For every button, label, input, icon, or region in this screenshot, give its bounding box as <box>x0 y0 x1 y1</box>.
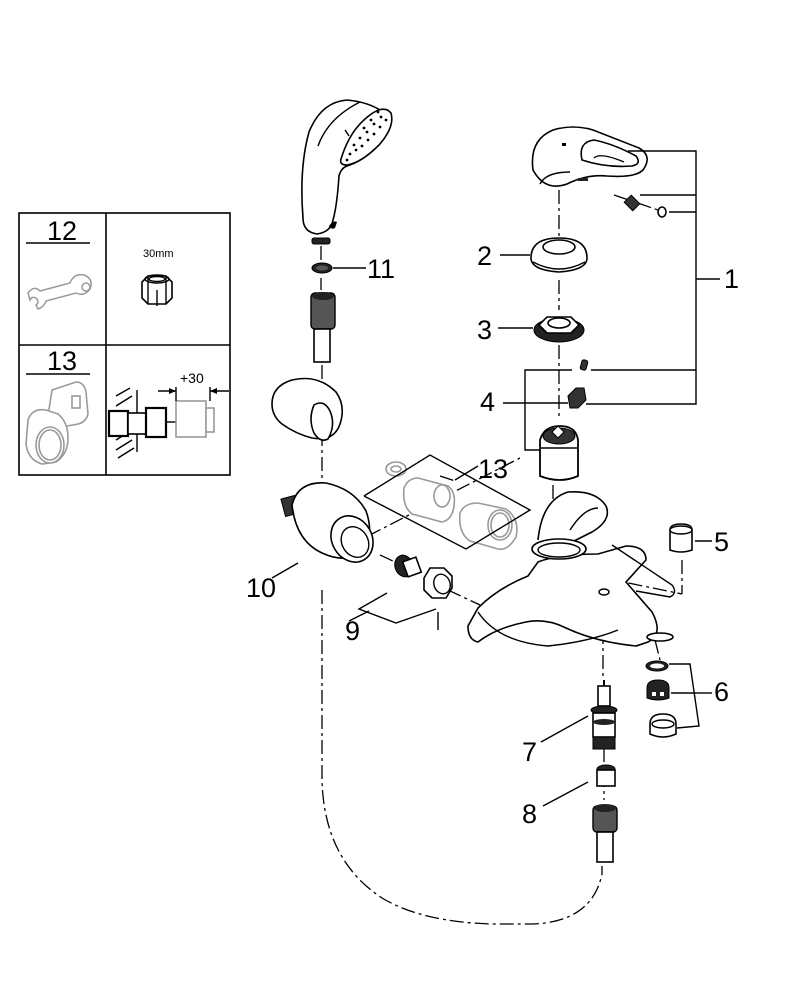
callout-7-label: 7 <box>522 737 537 767</box>
callout-6: 6 <box>669 663 729 729</box>
upper-hose-connector <box>310 292 336 363</box>
wrench-icon <box>27 273 92 310</box>
grub-screw <box>623 194 641 212</box>
callout-7: 7 <box>522 715 589 767</box>
hex-nut-icon <box>141 274 173 306</box>
part-2-cap <box>530 237 588 273</box>
callout-5-label: 5 <box>714 527 729 557</box>
callout-4: 4 <box>480 369 572 451</box>
legend-number-13: 13 <box>47 346 77 376</box>
legend-size-label: 30mm <box>143 248 174 260</box>
shower-holder <box>271 377 344 441</box>
shower-spray-holes <box>345 110 388 162</box>
callout-9: 9 <box>345 592 439 646</box>
legend-number-12: 12 <box>47 216 77 246</box>
extension-sleeves-icon <box>25 381 89 465</box>
part-13-extension-set <box>363 454 532 551</box>
part-5-cap <box>669 523 693 553</box>
callout-10-label: 10 <box>246 573 276 603</box>
part-9-connector <box>394 554 453 599</box>
extension-install-icon: +30 <box>107 370 229 459</box>
callout-4-label: 4 <box>480 387 495 417</box>
callout-8-label: 8 <box>522 799 537 829</box>
callout-13: 13 <box>454 454 508 484</box>
mixer-body <box>467 490 676 647</box>
callout-6-label: 6 <box>714 677 729 707</box>
part-6-aerator <box>645 660 677 738</box>
part-11-seal <box>311 262 333 274</box>
callout-9-label: 9 <box>345 616 360 646</box>
callout-11: 11 <box>333 254 395 284</box>
lower-hose-connector <box>592 804 618 863</box>
callout-1: 1 <box>586 150 739 405</box>
part-3-nut <box>533 316 585 343</box>
part-7-diverter <box>590 680 618 750</box>
extension-dimension-label: +30 <box>180 370 204 386</box>
part-10-wall-outlet <box>280 482 374 563</box>
callout-5: 5 <box>695 527 729 557</box>
callout-2-label: 2 <box>477 241 492 271</box>
part-8-valve <box>596 764 616 787</box>
callout-2: 2 <box>477 241 530 271</box>
callout-11-label: 11 <box>367 254 395 284</box>
legend-table: 12 30mm 13 <box>18 212 231 476</box>
part-4-cartridge <box>539 359 589 481</box>
cap-plug <box>657 206 667 218</box>
callout-1-label: 1 <box>724 264 739 294</box>
lever-handle <box>531 126 648 187</box>
callout-10: 10 <box>246 562 299 603</box>
callout-3: 3 <box>477 315 533 345</box>
callout-13-label: 13 <box>478 454 508 484</box>
legend-border <box>18 212 231 476</box>
callout-3-label: 3 <box>477 315 492 345</box>
hand-shower <box>301 99 393 245</box>
callout-8: 8 <box>522 781 589 829</box>
